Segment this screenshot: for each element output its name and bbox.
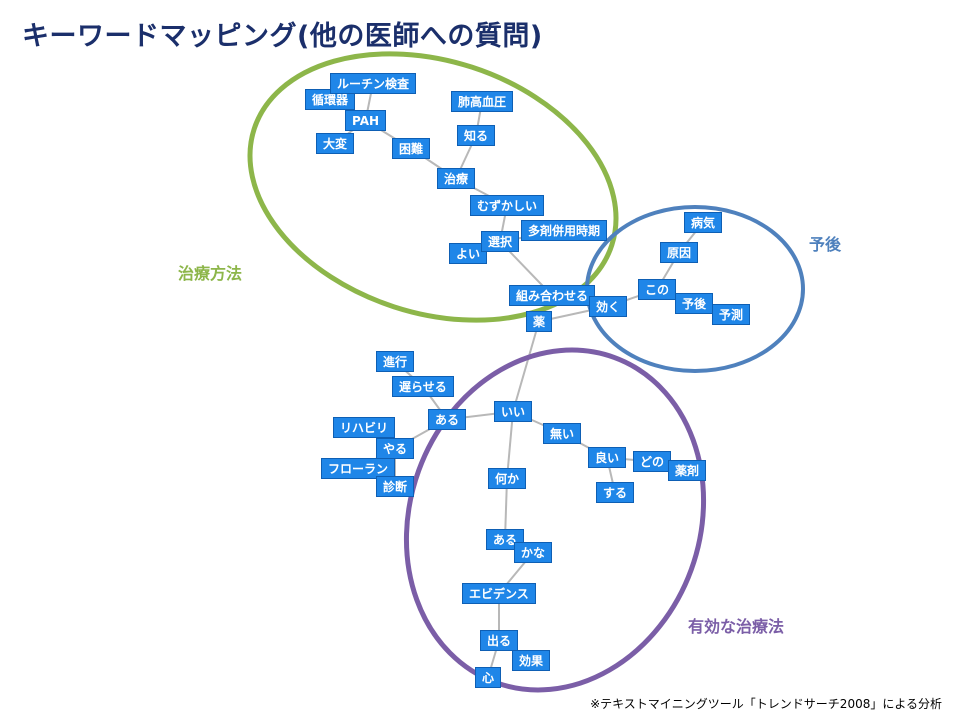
node-kumiawaseru: 組み合わせる	[509, 285, 596, 306]
node-taihen: 大変	[316, 133, 355, 154]
node-shiru: 知る	[457, 125, 496, 146]
node-furoran: フローラン	[321, 458, 396, 479]
node-yoi2: 良い	[588, 447, 627, 468]
node-tazai: 多剤併用時期	[521, 220, 608, 241]
node-kono: この	[638, 279, 677, 300]
node-kusuri: 薬	[526, 311, 553, 332]
node-pah: PAH	[345, 110, 387, 131]
node-aru2: ある	[486, 529, 525, 550]
node-deru: 出る	[480, 630, 519, 651]
edge-ii-nanika	[506, 411, 514, 479]
cluster-label-treatment-method: 治療方法	[178, 264, 243, 283]
node-genin: 原因	[660, 242, 699, 263]
node-shindan: 診断	[376, 476, 415, 497]
node-suru: する	[596, 482, 635, 503]
node-muzukashii: むずかしい	[470, 195, 545, 216]
node-aru1: ある	[428, 409, 467, 430]
node-konnan: 困難	[392, 138, 431, 159]
node-rihabiri: リハビリ	[333, 417, 396, 438]
node-sentaku: 選択	[481, 231, 520, 252]
node-yoi: よい	[449, 243, 488, 264]
node-dono: どの	[633, 451, 672, 472]
edge-kusuri-ii	[512, 321, 540, 412]
node-shinko: 進行	[376, 351, 415, 372]
node-okuraseru: 遅らせる	[392, 376, 454, 397]
node-ebidensu: エビデンス	[462, 583, 536, 604]
node-kana: かな	[514, 542, 553, 563]
cluster-label-effective-treatment: 有効な治療法	[688, 617, 785, 636]
node-chiryo: 治療	[437, 168, 476, 189]
node-ii: いい	[494, 401, 533, 422]
cluster-label-prognosis: 予後	[809, 235, 842, 254]
node-yosoku: 予測	[712, 304, 751, 325]
node-yaru: やる	[376, 438, 415, 459]
node-kokoro: 心	[475, 667, 502, 688]
cluster-ellipse-treatment-method	[247, 51, 619, 323]
page-title: キーワードマッピング(他の医師への質問)	[22, 21, 543, 52]
node-byoki: 病気	[684, 212, 723, 233]
node-yakuzai: 薬剤	[668, 460, 707, 481]
node-nai: 無い	[543, 423, 582, 444]
node-lutin: ルーチン検査	[330, 73, 417, 94]
node-koka: 効果	[512, 650, 551, 671]
node-nanika: 何か	[488, 468, 527, 489]
node-kiku: 効く	[589, 296, 628, 317]
node-yogo: 予後	[675, 293, 714, 314]
footnote: ※テキストマイニングツール「トレンドサーチ2008」による分析	[590, 697, 942, 711]
node-haikoketsuatsu: 肺高血圧	[451, 91, 514, 112]
